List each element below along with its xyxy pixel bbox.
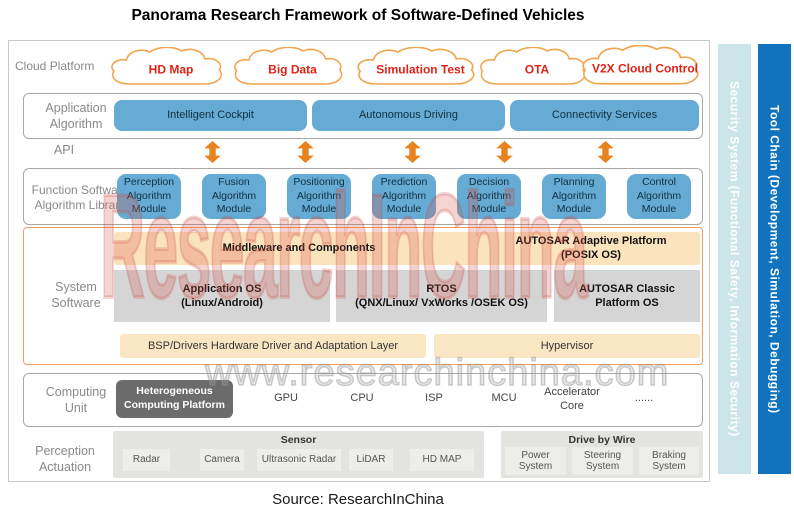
middleware-components-label: Middleware and Components [222, 242, 376, 254]
steering-system-item: Steering System [572, 447, 633, 475]
control-algorithm-module: Control Algorithm Module [627, 174, 691, 219]
perception-algorithm-module: Perception Algorithm Module [117, 174, 181, 219]
cloud-v2x-cloud-control: V2X Cloud Control [579, 45, 711, 89]
power-system-item: Power System [505, 447, 566, 475]
cloud-hd-map: HD Map [108, 47, 234, 89]
rtos-line2: (QNX/Linux/ VxWorks /OSEK OS) [355, 297, 528, 309]
cloud-label: HD Map [148, 62, 194, 77]
cloud-label: Big Data [268, 62, 317, 77]
mcu-item: MCU [491, 392, 517, 404]
api-arrow-icon [596, 141, 615, 163]
application-algorithm-label: Application Algorithm [45, 101, 107, 131]
autosar-classic-line1: AUTOSAR Classic [579, 282, 675, 295]
lidar-item: LiDAR [349, 449, 393, 471]
drive-by-wire-title: Drive by Wire [568, 434, 636, 446]
perception-actuation-label: Perception Actuation [35, 444, 95, 474]
fusion-algorithm-module: Fusion Algorithm Module [202, 174, 266, 219]
security-system-bar-label: Security System (Functional Safety, Info… [727, 81, 742, 437]
rtos-box: RTOS (QNX/Linux/ VxWorks /OSEK OS) [336, 270, 547, 322]
middleware-band: Middleware and Components AUTOSAR Adapti… [114, 232, 700, 265]
bsp-drivers-box: BSP/Drivers Hardware Driver and Adaptati… [120, 334, 426, 358]
source-caption: Source: ResearchInChina [272, 491, 444, 508]
cloud-icon [357, 47, 475, 85]
system-software-label: System Software [51, 280, 101, 310]
application-algorithm-section: Application Algorithm Intelligent Cockpi… [23, 93, 703, 139]
tool-chain-bar-label: Tool Chain (Development, Simulation, Deb… [767, 104, 782, 414]
function-software-label: Function Software Algorithm Library [31, 183, 129, 212]
autosar-adaptive-platform-label: AUTOSAR Adaptive Platform (POSIX OS) [486, 235, 696, 263]
drive-by-wire-group: Drive by Wire Power System Steering Syst… [501, 431, 703, 478]
autosar-classic-box: AUTOSAR Classic Platform OS [554, 270, 700, 322]
api-arrow-icon [203, 141, 222, 163]
connectivity-services-box: Connectivity Services [510, 100, 699, 131]
braking-system-item: Braking System [639, 447, 699, 475]
sensor-title: Sensor [280, 434, 317, 446]
autosar-adaptive-line2: (POSIX OS) [561, 248, 621, 261]
cloud-icon [234, 47, 343, 85]
hypervisor-box: Hypervisor [434, 334, 700, 358]
rtos-line1: RTOS [426, 282, 457, 295]
application-os-line1: Application OS [182, 282, 262, 295]
hd-map-item: HD MAP [410, 449, 474, 471]
cloud-platform-label: Cloud Platform [15, 59, 95, 73]
autosar-adaptive-line1: AUTOSAR Adaptive Platform [515, 235, 667, 247]
application-os-line2: (Linux/Android) [181, 297, 263, 309]
positioning-algorithm-module: Positioning Algorithm Module [287, 174, 351, 219]
gpu-item: GPU [274, 392, 298, 404]
autosar-classic-line2: Platform OS [595, 297, 659, 309]
cloud-icon [480, 47, 586, 85]
cloud-icon [111, 47, 223, 85]
cloud-label: OTA [524, 62, 550, 77]
api-arrow-icon [403, 141, 422, 163]
isp-item: ISP [425, 392, 443, 404]
api-arrow-icon [296, 141, 315, 163]
cloud-big-data: Big Data [231, 47, 354, 89]
cloud-label: Simulation Test [376, 62, 465, 77]
computing-unit-label: Computing Unit [45, 385, 107, 415]
api-arrow-icon [495, 141, 514, 163]
function-software-section: Function Software Algorithm Library Perc… [23, 168, 703, 225]
decision-algorithm-module: Decision Algorithm Module [457, 174, 521, 219]
ultrasonic-radar-item: Ultrasonic Radar [257, 449, 341, 471]
accelerator-core-item: Accelerator Core [544, 386, 600, 413]
heterogeneous-computing-platform-box: Heterogeneous Computing Platform [116, 380, 233, 418]
system-software-section: System Software Middleware and Component… [23, 227, 703, 365]
api-label: API [53, 143, 75, 157]
autonomous-driving-box: Autonomous Driving [312, 100, 505, 131]
cloud-ota: OTA [477, 47, 597, 89]
cpu-item: CPU [350, 392, 374, 404]
page-title: Panorama Research Framework of Software-… [131, 7, 585, 24]
diagram-frame: Cloud Platform HD Map Big Data Simulatio… [8, 40, 710, 482]
camera-item: Camera [200, 449, 244, 471]
security-system-bar: Security System (Functional Safety, Info… [718, 44, 751, 474]
ellipsis-item: ...... [634, 392, 654, 404]
intelligent-cockpit-box: Intelligent Cockpit [114, 100, 307, 131]
planning-algorithm-module: Planning Algorithm Module [542, 174, 606, 219]
tool-chain-bar: Tool Chain (Development, Simulation, Deb… [758, 44, 791, 474]
cloud-label: V2X Cloud Control [592, 61, 698, 76]
cloud-simulation-test: Simulation Test [354, 47, 487, 89]
radar-item: Radar [123, 449, 170, 471]
computing-unit-section: Computing Unit Heterogeneous Computing P… [23, 373, 703, 427]
sensor-group: Sensor Radar Camera Ultrasonic Radar LiD… [113, 431, 484, 478]
prediction-algorithm-module: Prediction Algorithm Module [372, 174, 436, 219]
application-os-box: Application OS (Linux/Android) [114, 270, 330, 322]
cloud-icon [582, 45, 699, 85]
